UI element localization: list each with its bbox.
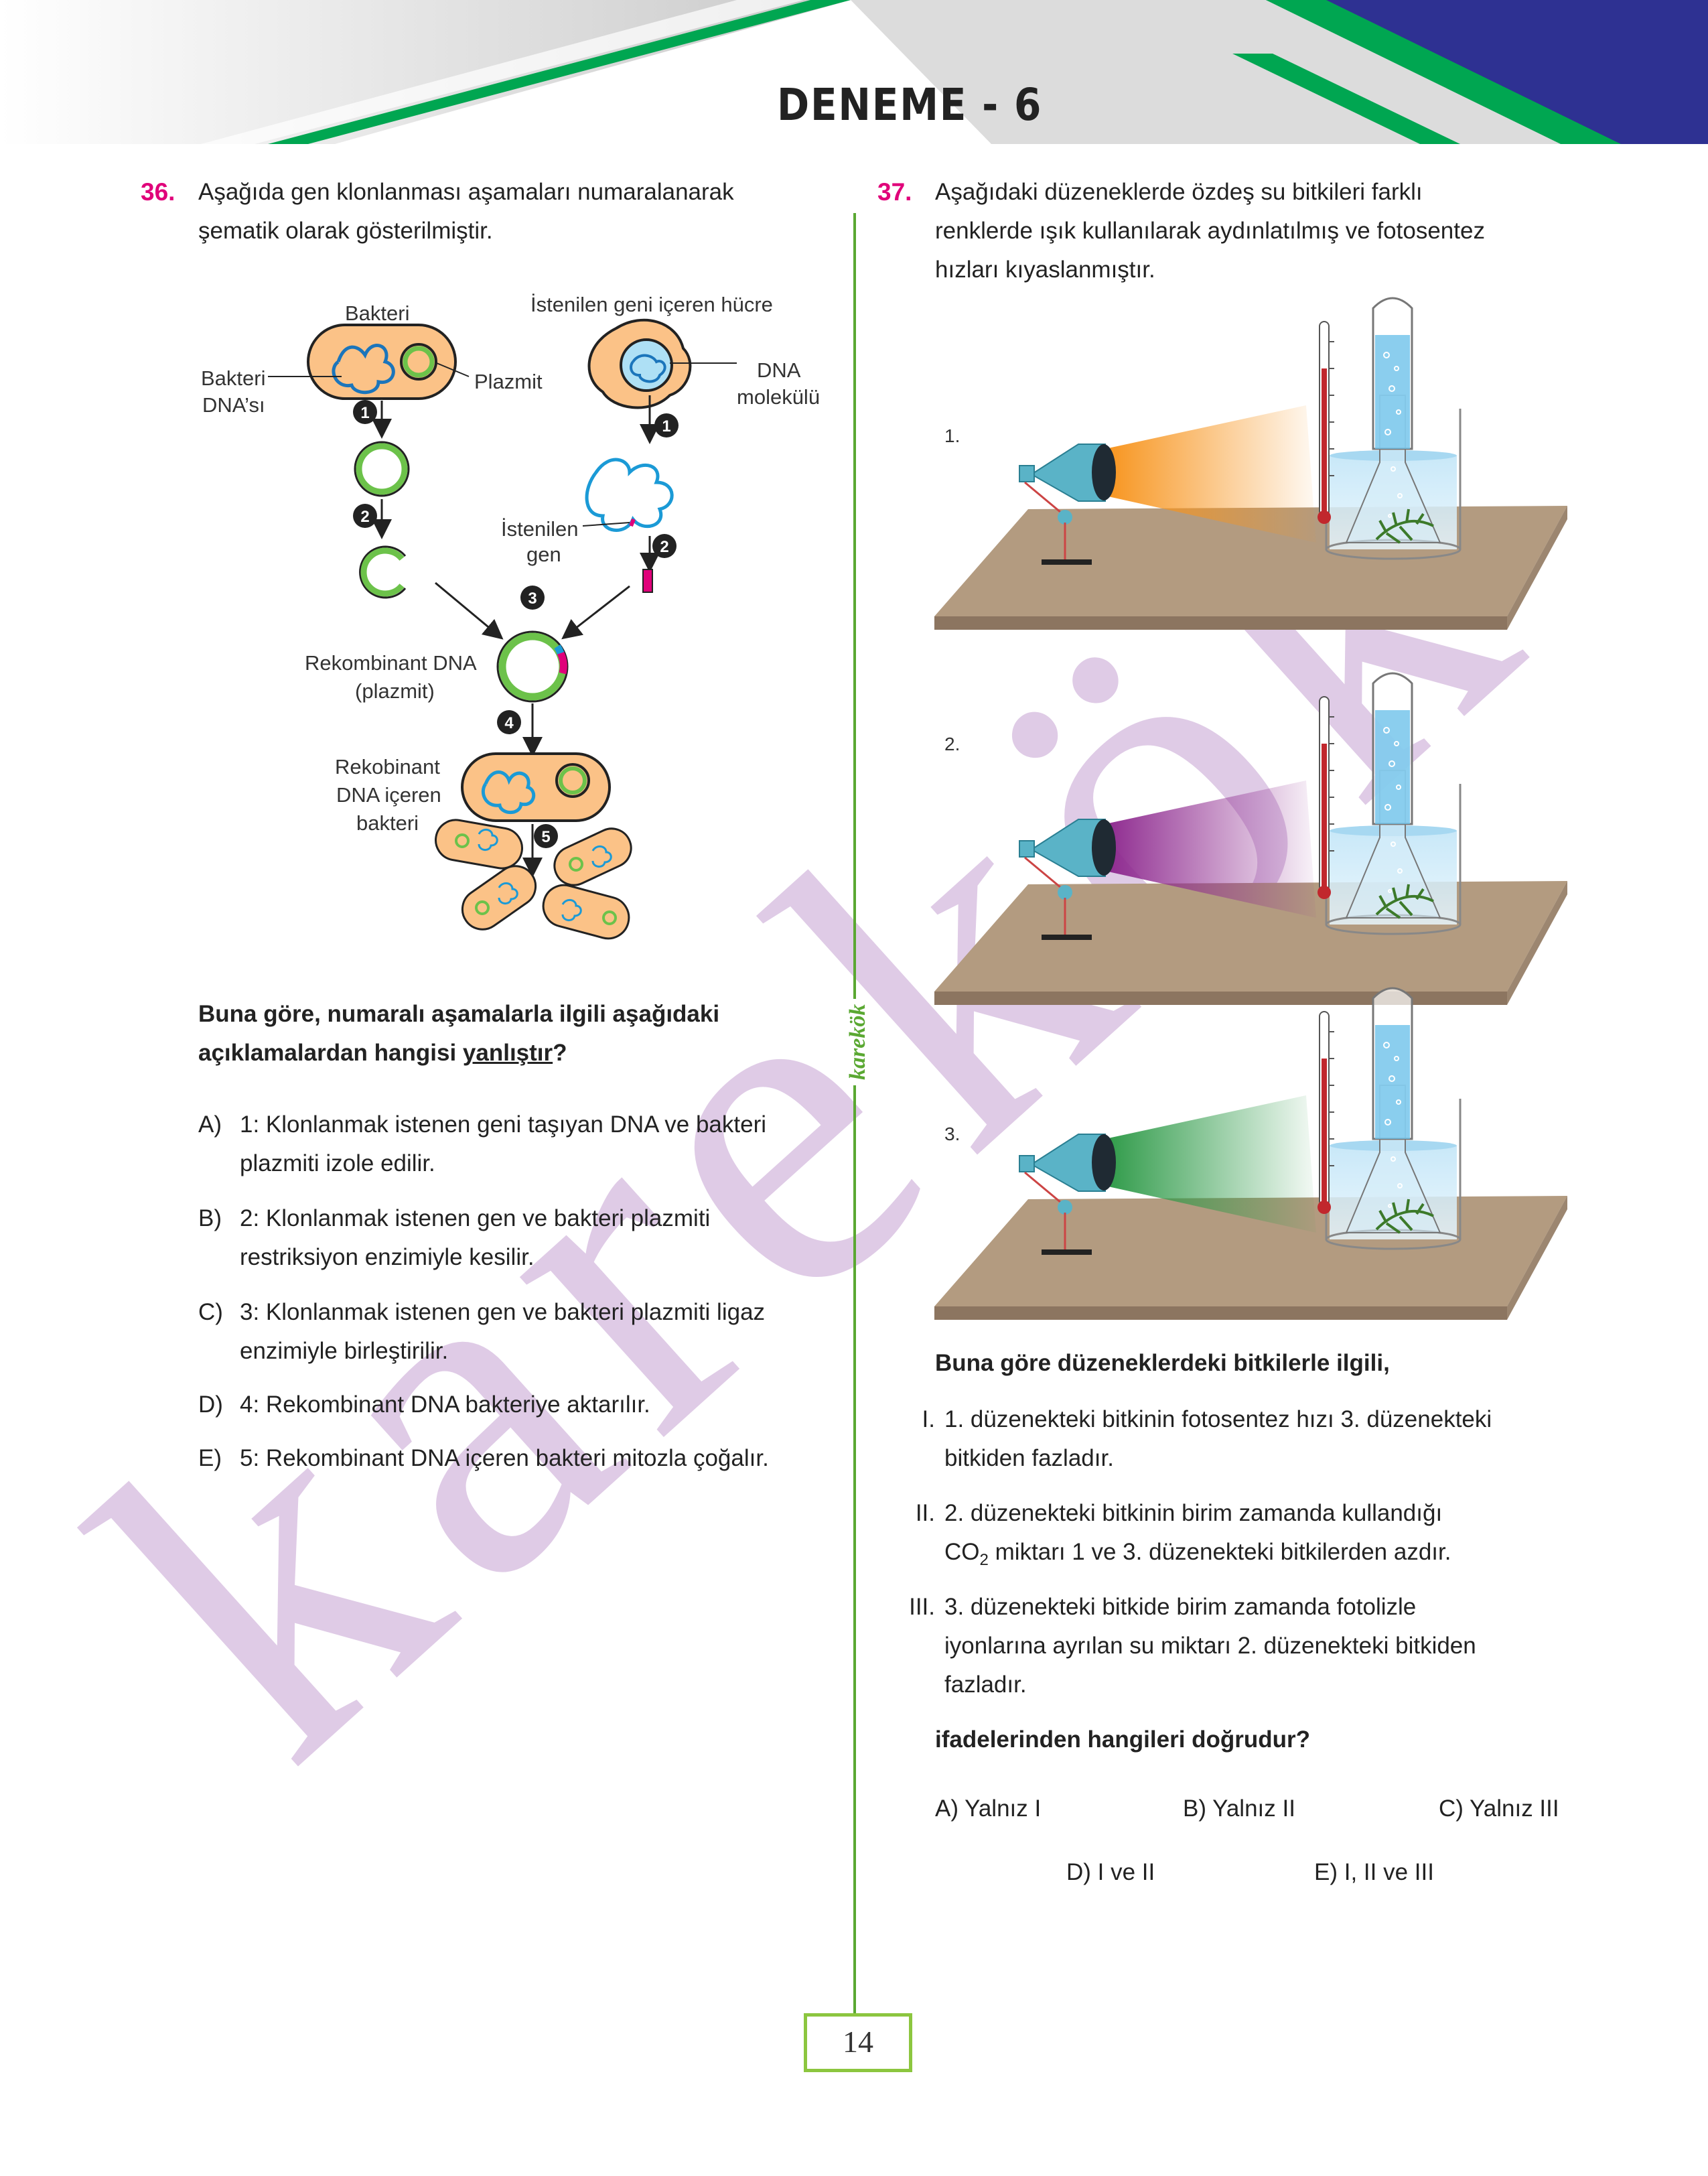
light-beam (1105, 1095, 1316, 1233)
q37-prompt: Buna göre düzeneklerdeki bitkilerle ilgi… (935, 1350, 1390, 1376)
label-bakteri: Bakteri (345, 301, 410, 325)
setup-1-label: 1. (944, 425, 960, 446)
q37-answer-e[interactable]: E) I, II ve III (1314, 1859, 1434, 1885)
label-bakteri-dna-1: Bakteri (201, 366, 266, 390)
q37-statement-2: II.2. düzenekteki bitkinin birim zamanda… (915, 1500, 1451, 1569)
water-plant (1375, 1199, 1434, 1234)
step-1-right: 1 (662, 417, 670, 435)
water-plant (1375, 884, 1434, 919)
q37-statement-1: I.1. düzenekteki bitkinin fotosentez hız… (922, 1406, 1492, 1471)
step-badges: 1 1 2 2 3 4 5 (353, 400, 679, 848)
bacterium-cell (307, 324, 457, 400)
q36-prompt-line2: açıklamalardan hangisi yanlıştır? (198, 1040, 567, 1066)
step-5: 5 (541, 828, 550, 846)
label-bakteri-dna-2: DNA’sı (202, 393, 265, 417)
label-rekobinant-bak-1: Rekobinant (335, 755, 440, 778)
q36-option-b[interactable]: B)2: Klonlanmak istenen gen ve bakteri p… (198, 1205, 711, 1270)
q36-option-a[interactable]: A)1: Klonlanmak istenen geni taşıyan DNA… (198, 1111, 766, 1176)
q37-answer-c[interactable]: C) Yalnız III (1439, 1795, 1559, 1822)
water-plant (1375, 508, 1434, 544)
label-rekobinant-bak-2: DNA içeren (336, 783, 441, 807)
q36-option-d[interactable]: D)4: Rekombinant DNA bakteriye aktarılır… (198, 1391, 650, 1418)
light-beam (1105, 780, 1316, 918)
q36-prompt-emphasis: yanlıştır (462, 1040, 553, 1066)
q36-stem: 36. Aşağıda gen klonlanması aşamaları nu… (141, 173, 837, 244)
setup-3-drawing (934, 987, 1567, 1320)
q37-stem-line2: renklerde ışık kullanılarak aydınlatılmı… (935, 218, 1485, 244)
side-brand-label: karekök (845, 998, 871, 1085)
q37-number: 37. (877, 178, 912, 206)
step-2-left: 2 (360, 508, 369, 526)
light-beam (1105, 405, 1316, 543)
setup-2-label: 2. (944, 734, 960, 754)
label-dna-2: molekülü (737, 385, 821, 409)
step-1-left: 1 (360, 404, 369, 422)
page-title: DENEME - 6 (777, 79, 1043, 131)
label-istenilen-gen-1: İstenilen (501, 517, 579, 541)
q36-prompt-line1: Buna göre, numaralı aşamalarla ilgili aş… (198, 1001, 720, 1027)
step-3: 3 (528, 590, 537, 608)
setup-1-drawing (934, 297, 1567, 630)
q36-option-e[interactable]: E)5: Rekombinant DNA içeren bakteri mito… (198, 1445, 769, 1471)
label-istenilen-hucre: İstenilen geni içeren hücre (530, 293, 773, 316)
page-number: 14 (804, 2013, 912, 2072)
column-divider (853, 213, 856, 2015)
q37-answer-d[interactable]: D) I ve II (1066, 1859, 1155, 1885)
label-plazmit: Plazmit (474, 370, 543, 393)
q37-question: ifadelerinden hangileri doğrudur? (935, 1726, 1311, 1753)
header-banner (0, 0, 1708, 144)
q36-prompt: Buna göre, numaralı aşamalarla ilgili aş… (198, 995, 719, 1073)
q36-option-c[interactable]: C)3: Klonlanmak istenen gen ve bakteri p… (198, 1299, 766, 1364)
q37-stem-line1: Aşağıdaki düzeneklerde özdeş su bitkiler… (935, 179, 1423, 205)
eukaryotic-cell (587, 318, 692, 409)
q37-answer-a[interactable]: A) Yalnız I (935, 1795, 1042, 1822)
label-rekombinant-1: Rekombinant DNA (305, 651, 477, 675)
label-dna-1: DNA (757, 358, 801, 382)
q37-stem: 37. Aşağıdaki düzeneklerde özdeş su bitk… (877, 173, 1681, 283)
q36-stem-line2: şematik olarak gösterilmiştir. (198, 218, 493, 244)
q36-number: 36. (141, 178, 175, 206)
label-rekombinant-2: (plazmit) (355, 679, 435, 703)
gene-cloning-diagram: 1 1 2 2 3 4 5 (268, 318, 737, 940)
label-istenilen-gen-2: gen (526, 543, 561, 566)
label-rekobinant-bak-3: bakteri (356, 811, 419, 835)
q37-statement-3: III.3. düzenekteki bitkide birim zamanda… (909, 1594, 1476, 1698)
q37-stem-line3: hızları kıyaslanmıştır. (935, 257, 1155, 283)
q37-answer-b[interactable]: B) Yalnız II (1183, 1795, 1295, 1822)
step-4: 4 (504, 714, 514, 732)
bacteria-colony (435, 819, 632, 940)
step-2-right: 2 (660, 538, 668, 556)
setup-3-label: 3. (944, 1124, 960, 1144)
q36-stem-line1: Aşağıda gen klonlanması aşamaları numara… (198, 179, 734, 205)
setup-2-drawing (934, 672, 1567, 1005)
